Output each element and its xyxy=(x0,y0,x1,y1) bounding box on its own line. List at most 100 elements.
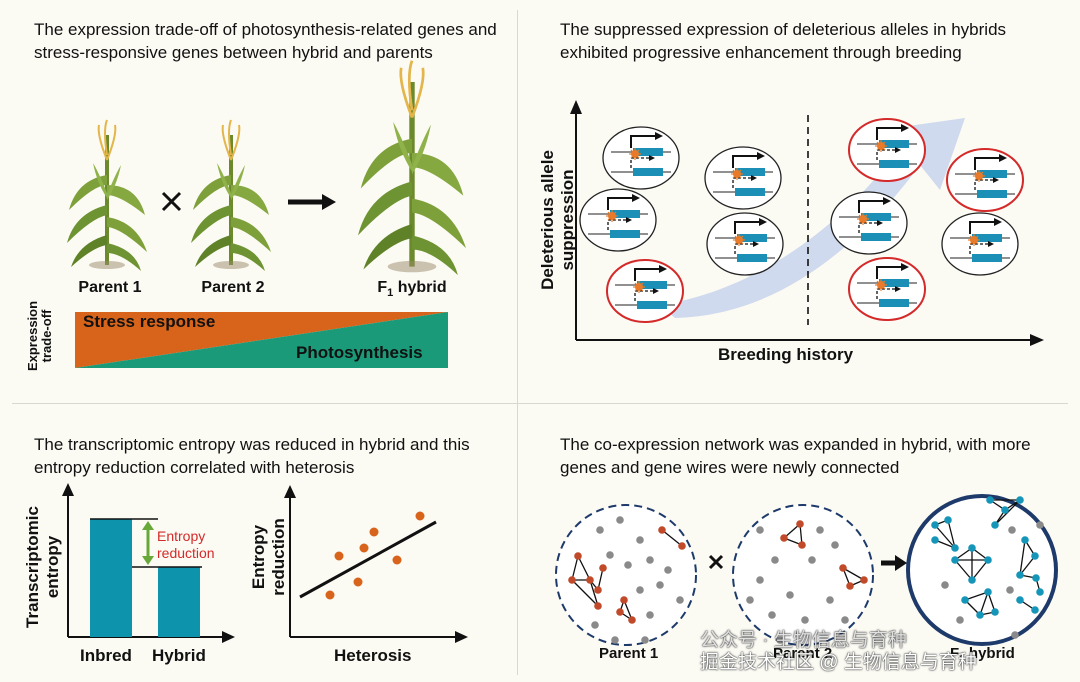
parent2-network xyxy=(732,504,874,646)
allele-suppression-diagram xyxy=(570,100,1044,346)
inbred-label: Inbred xyxy=(80,646,132,665)
allele-hybrid-modern xyxy=(946,148,1024,212)
connected-gene-node xyxy=(839,564,847,572)
panel2-title: The suppressed expression of deleterious… xyxy=(560,20,1007,62)
stress-response-label: Stress response xyxy=(83,312,216,331)
entropy-reduction-line1: Entropy xyxy=(157,528,206,544)
heterosis-label: Heterosis xyxy=(334,646,412,665)
panel4-title: The co-expression network was expanded i… xyxy=(560,435,1031,477)
arrow-right-icon-2 xyxy=(881,555,907,571)
connected-gene-node xyxy=(951,544,959,552)
entropy-reduction-arrow xyxy=(142,521,154,565)
network-parent2-label: Parent 2 xyxy=(773,645,833,662)
parent1-plant xyxy=(65,118,149,273)
connected-gene-node xyxy=(1032,574,1040,582)
horizontal-divider xyxy=(12,403,1068,404)
scatter-point xyxy=(415,511,425,521)
parent1-network xyxy=(555,504,697,646)
entropy-reduction-line2: reduction xyxy=(157,545,215,561)
gene-node xyxy=(1008,526,1016,534)
connected-gene-node xyxy=(968,576,976,584)
gene-node xyxy=(646,611,654,619)
connected-gene-node xyxy=(678,542,686,550)
hybrid-label: F1 hybrid xyxy=(377,279,447,300)
scatter-point xyxy=(369,527,379,537)
gene-node xyxy=(616,516,624,524)
network-hybrid-label: F1 hybrid xyxy=(950,645,1015,665)
gene-node xyxy=(656,581,664,589)
watermark-line2: 掘金技术社区 @ 生物信息与育种 xyxy=(700,652,977,673)
network-parent1-label: Parent 1 xyxy=(599,645,659,662)
gene-node xyxy=(826,596,834,604)
scatter-point xyxy=(359,543,369,553)
hybrid-network xyxy=(906,494,1058,646)
parent2-plant xyxy=(189,118,273,273)
connected-gene-node xyxy=(780,534,788,542)
arrow-right-icon xyxy=(288,194,336,210)
connected-gene-node xyxy=(1016,596,1024,604)
connected-gene-node xyxy=(796,520,804,528)
gene-node xyxy=(841,616,849,624)
parent2-label: Parent 2 xyxy=(201,279,265,296)
gene-node xyxy=(636,586,644,594)
gene-node xyxy=(756,526,764,534)
gene-node xyxy=(1011,631,1019,639)
connected-gene-node xyxy=(846,582,854,590)
connected-gene-node xyxy=(991,608,999,616)
gene-node xyxy=(596,526,604,534)
connected-gene-node xyxy=(931,536,939,544)
gene-node xyxy=(646,556,654,564)
gene-node xyxy=(676,596,684,604)
scatter-point xyxy=(325,590,335,600)
connected-gene-node xyxy=(951,556,959,564)
scatter-point xyxy=(392,555,402,565)
photosynthesis-wedge xyxy=(75,312,448,368)
connected-gene-node xyxy=(620,596,628,604)
connected-gene-node xyxy=(798,541,806,549)
gene-node xyxy=(636,536,644,544)
gene-node xyxy=(746,596,754,604)
connected-gene-node xyxy=(1021,536,1029,544)
connected-gene-node xyxy=(1036,588,1044,596)
hybrid-plant xyxy=(358,61,466,275)
watermark-line1: 公众号 · 生物信息与育种 xyxy=(700,630,907,651)
connected-gene-node xyxy=(961,596,969,604)
gene-node xyxy=(611,636,619,644)
connected-gene-node xyxy=(616,608,624,616)
gene-node xyxy=(591,621,599,629)
connected-gene-node xyxy=(599,564,607,572)
connected-gene-node xyxy=(628,616,636,624)
scatter-point xyxy=(334,551,344,561)
gene-node xyxy=(756,576,764,584)
hybrid-category-label: Hybrid xyxy=(152,646,206,665)
breeding-history-label: Breeding history xyxy=(718,345,854,364)
gene-node xyxy=(624,561,632,569)
connected-gene-node xyxy=(860,576,868,584)
gene-node xyxy=(808,556,816,564)
connected-gene-node xyxy=(944,516,952,524)
connected-gene-node xyxy=(991,521,999,529)
connected-gene-node xyxy=(586,576,594,584)
gene-node xyxy=(768,611,776,619)
panel1-title: The expression trade-off of photosynthes… xyxy=(34,20,497,62)
gene-node xyxy=(1006,586,1014,594)
gene-node xyxy=(816,526,824,534)
scatter-point xyxy=(353,577,363,587)
connected-gene-node xyxy=(1031,606,1039,614)
gene-node xyxy=(606,551,614,559)
connected-gene-node xyxy=(976,611,984,619)
cross-icon-2 xyxy=(708,554,724,570)
gene-node xyxy=(641,636,649,644)
gene-node xyxy=(776,636,784,644)
connected-gene-node xyxy=(986,496,994,504)
connected-gene-node xyxy=(1031,552,1039,560)
parent1-label: Parent 1 xyxy=(78,279,142,296)
gene-node xyxy=(831,541,839,549)
gene-node xyxy=(941,581,949,589)
gene-node xyxy=(956,616,964,624)
panel3-title: The transcriptomic entropy was reduced i… xyxy=(34,435,470,477)
entropy-reduction-label: Entropy reduction xyxy=(157,528,215,562)
gene-node xyxy=(664,566,672,574)
connected-gene-node xyxy=(658,526,666,534)
